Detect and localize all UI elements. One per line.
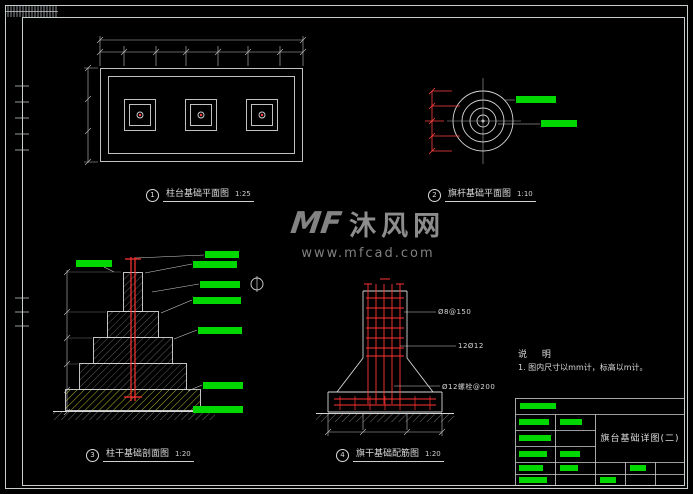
caption-line: 柱干基础剖面图 1:20 — [103, 448, 194, 462]
section-pedestal-label-bars — [76, 251, 243, 413]
sheet-frame — [5, 5, 688, 489]
watermark-row: MF 沐风网 — [280, 204, 456, 243]
plan-flagpole-label-bars — [516, 96, 577, 127]
plan-flagpole-leaders — [498, 99, 540, 125]
caption-scale: 1:20 — [425, 449, 441, 458]
watermark-url: www.mfcad.com — [301, 246, 435, 261]
section-pedestal-anchor-bolt — [124, 257, 142, 401]
caption-scale: 1:20 — [175, 449, 191, 458]
caption-number-badge: 3 — [86, 449, 99, 462]
notes-block: 说 明 1. 图内尺寸以mm计，标高以m计。 — [518, 348, 680, 375]
notes-item-1: 1. 图内尺寸以mm计，标高以m计。 — [518, 363, 648, 373]
notes-heading: 说 明 — [518, 350, 557, 360]
section-flagpole-rebar — [334, 278, 436, 410]
section-flagpole-leaders — [394, 311, 456, 387]
caption-scale: 1:25 — [235, 189, 251, 198]
label-vertical-bars-spec: 12Ø12 — [458, 342, 484, 350]
caption-number-badge: 2 — [428, 189, 441, 202]
title-block-label-bars — [519, 403, 646, 483]
caption-title: 旗杆基础平面图 — [448, 188, 512, 199]
caption-title: 柱干基础剖面图 — [106, 448, 170, 459]
caption-title: 柱台基础平面图 — [166, 188, 230, 199]
section-flagpole-dimensions — [324, 414, 446, 436]
caption-line: 旗杆基础平面图 1:10 — [445, 188, 536, 202]
label-anchor-bolt-spec: Ø12螺栓@200 — [442, 383, 496, 391]
plan-pedestal-drawing — [100, 68, 303, 162]
watermark-logo: MF — [288, 206, 344, 241]
caption-plan-pedestal: 1 柱台基础平面图 1:25 — [146, 189, 254, 202]
titleblock-drawing-title: 旗台基础详图(二) — [600, 434, 680, 444]
plan-flagpole-drawing — [447, 78, 521, 164]
caption-section-flagpole: 4 旗干基础配筋图 1:20 — [336, 449, 444, 462]
caption-scale: 1:10 — [517, 189, 533, 198]
section-pedestal-dimensions — [63, 268, 121, 416]
watermark-name: 沐风网 — [349, 211, 446, 242]
caption-number-badge: 4 — [336, 449, 349, 462]
section-pedestal-drawing — [53, 272, 264, 420]
plan-pedestal-dimensions — [84, 36, 307, 166]
plan-flagpole-dimensions-red — [425, 87, 460, 155]
caption-line: 柱台基础平面图 1:25 — [163, 188, 254, 202]
watermark: MF 沐风网 www.mfcad.com — [280, 204, 456, 261]
label-stirrup-spec: Ø8@150 — [438, 308, 472, 316]
caption-section-pedestal: 3 柱干基础剖面图 1:20 — [86, 449, 194, 462]
section-flagpole-outline — [316, 290, 454, 422]
plan-pedestal-center-marks — [138, 113, 264, 117]
caption-title: 旗干基础配筋图 — [356, 448, 420, 459]
caption-number-badge: 1 — [146, 189, 159, 202]
caption-line: 旗干基础配筋图 1:20 — [353, 448, 444, 462]
title-block — [515, 398, 685, 486]
caption-plan-flagpole: 2 旗杆基础平面图 1:10 — [428, 189, 536, 202]
